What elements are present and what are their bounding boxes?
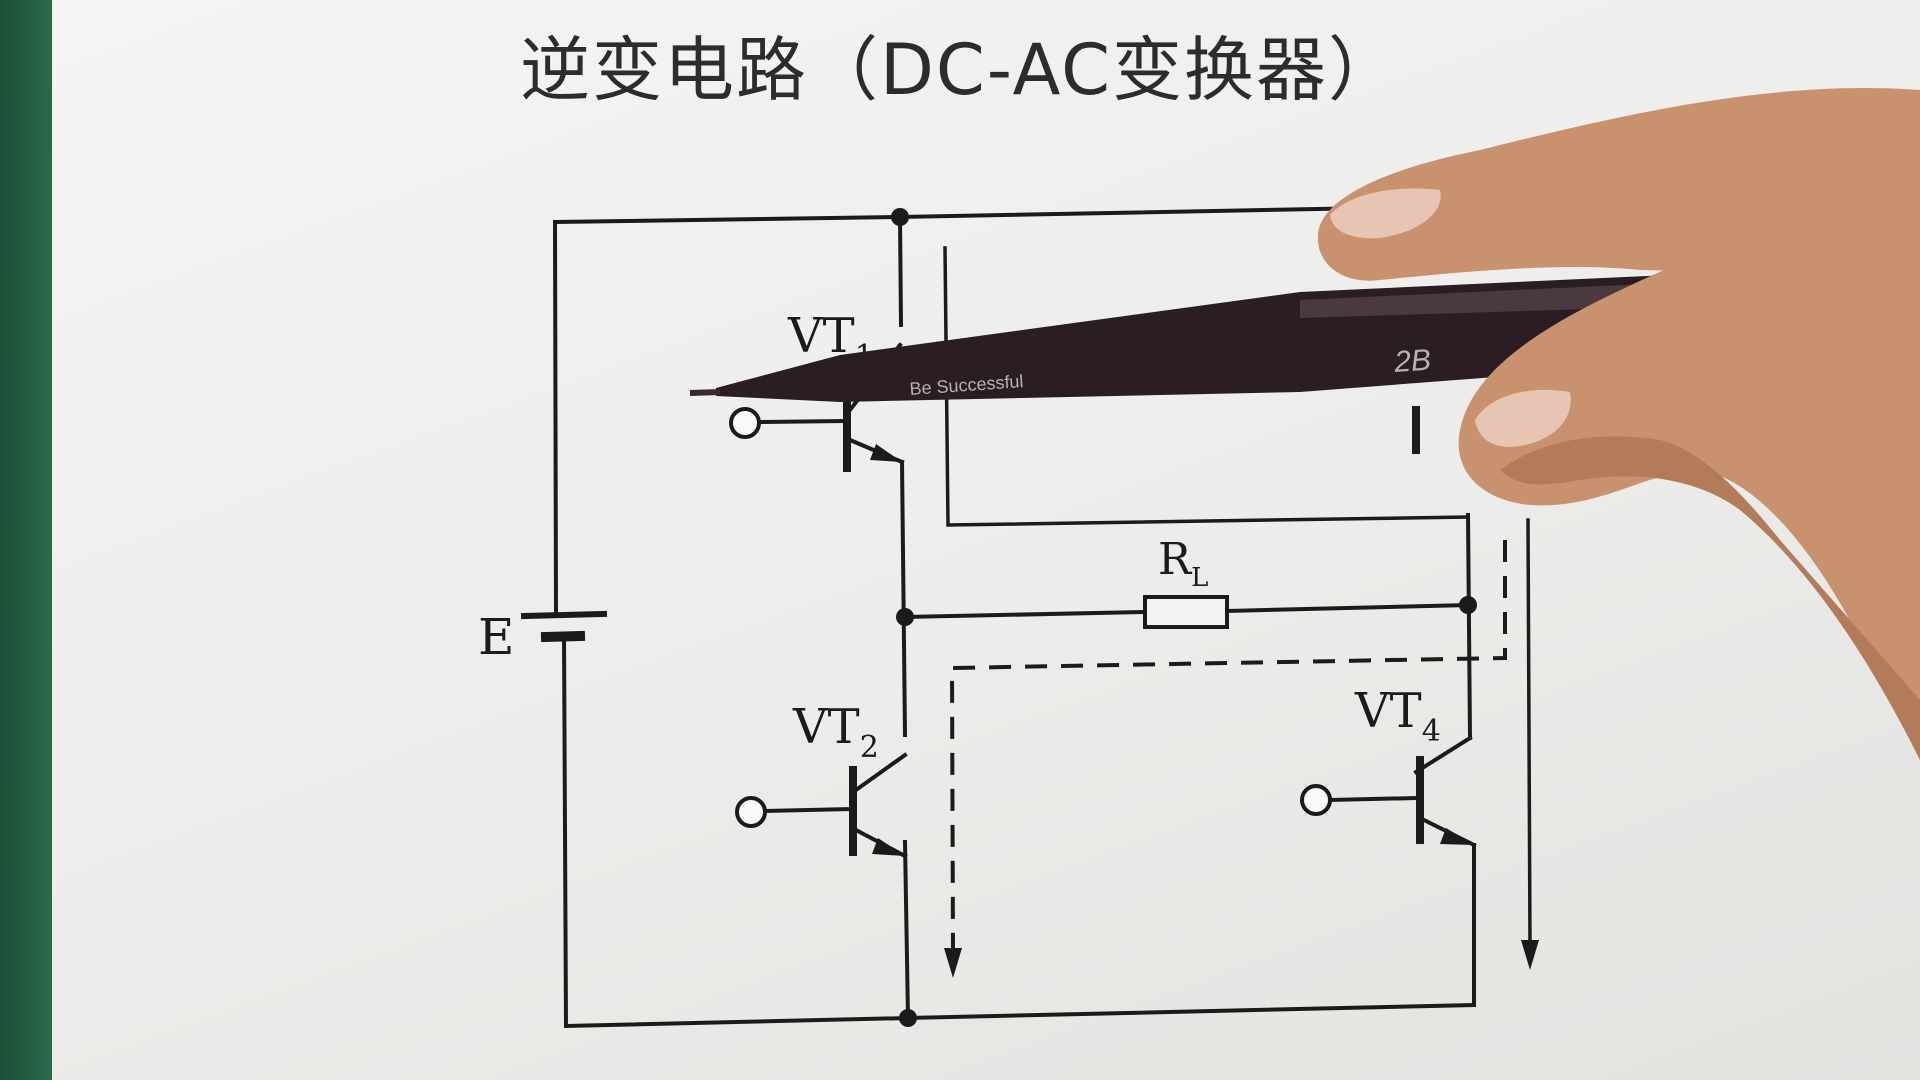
left-mid-node — [896, 608, 914, 626]
right-mid-node — [1459, 596, 1477, 614]
vt4-base-terminal — [1300, 784, 1332, 816]
battery-label: E — [478, 608, 515, 666]
load-resistor — [902, 595, 1471, 629]
bottom-node — [899, 1009, 917, 1027]
left-bridge-leg — [897, 214, 911, 1021]
board-edge — [0, 0, 52, 1080]
current-path-solid — [943, 246, 1539, 970]
load-label: RL — [1158, 534, 1208, 593]
current-path-dashed — [944, 540, 1507, 978]
diagram-title: 逆变电路（DC-AC变换器） — [519, 29, 1401, 111]
battery-symbol — [520, 610, 608, 643]
vt2-transistor — [762, 752, 908, 859]
top-node — [891, 208, 909, 226]
vt2-base-terminal — [735, 796, 767, 828]
right-bridge-leg — [1327, 406, 1477, 848]
pen-brand-mark: 2B — [1392, 344, 1432, 380]
vt2-label: VT2 — [792, 699, 879, 765]
vt1-base-terminal — [729, 407, 761, 439]
hand-fingers — [1458, 200, 1920, 760]
dc-supply-rails — [552, 205, 1476, 1029]
vt4-label: VT4 — [1354, 683, 1441, 749]
